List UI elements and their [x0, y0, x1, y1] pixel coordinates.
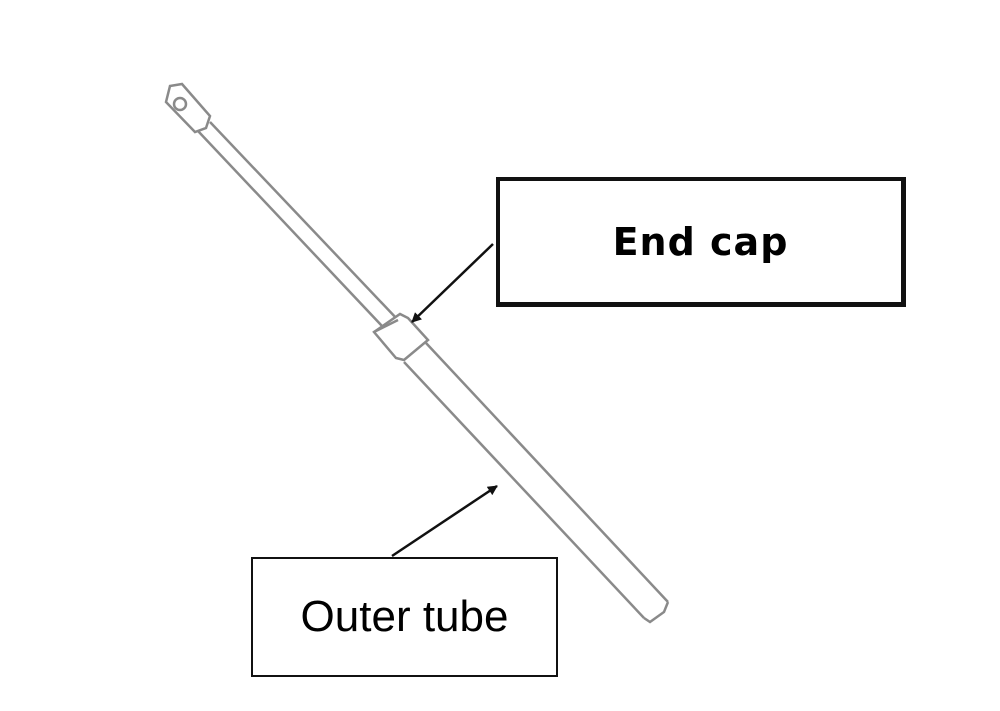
end-cap-label: End cap: [496, 177, 906, 307]
outer-tube-part: [403, 342, 670, 624]
rod-eye-end: [164, 82, 212, 134]
end-cap-part: [372, 312, 430, 362]
outer-tube-label: Outer tube: [251, 557, 558, 677]
end-cap-arrow: [411, 243, 494, 323]
end-cap-label-text: End cap: [612, 219, 789, 264]
outer-tube-arrow: [391, 484, 498, 558]
outer-tube-label-text: Outer tube: [300, 592, 509, 641]
piston-rod: [197, 121, 399, 327]
